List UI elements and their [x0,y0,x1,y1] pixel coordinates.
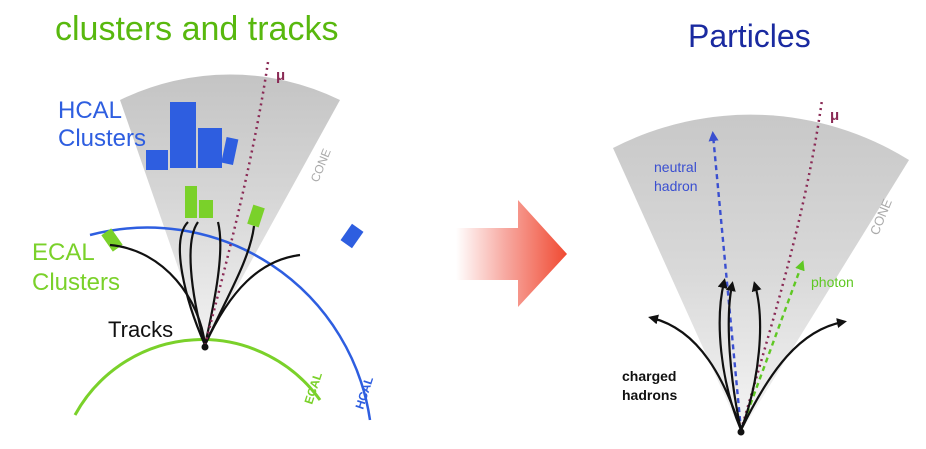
right-muon-track [739,99,824,431]
hcal-clusters-label-2: Clusters [58,125,146,152]
ecal-clusters-label-2: Clusters [32,269,120,296]
left-tracks [109,221,301,346]
hcal-cluster-blocks [146,102,364,249]
photon-track [739,260,805,431]
track [178,221,207,346]
neutral-hadron-label-1: neutral [654,159,697,175]
charged-track [725,281,743,431]
ecal-block [199,200,213,218]
charged-track [717,278,743,431]
mu-label-right: μ [830,107,839,124]
track [203,221,222,346]
right-charged-tracks [648,278,847,431]
left-cone [120,74,340,345]
hcal-clusters-label-1: HCAL [58,97,122,124]
ecal-cluster-blocks [101,186,265,252]
cone-label-left: CONE [308,147,334,184]
right-panel: Particles μ neutral hadron photon charge… [613,18,909,436]
hcal-arc-label: HCAL [353,375,377,411]
ecal-block [185,186,197,218]
tracks-label: Tracks [108,317,173,342]
neutral-hadron-label-2: hadron [654,178,698,194]
hcal-block [170,102,196,168]
right-vertex [737,428,745,436]
hcal-block [198,128,222,168]
mu-label-left: μ [276,67,285,84]
ecal-block [247,204,265,228]
ecal-arc [73,338,322,416]
left-vertex [201,343,209,351]
charged-hadrons-label-2: hadrons [622,387,677,403]
right-title: Particles [688,18,811,54]
charged-track [739,281,762,431]
hcal-block [146,150,168,170]
hcal-block [340,223,364,249]
track [203,253,301,346]
left-title: clusters and tracks [55,10,338,48]
charged-hadrons-label-1: charged [622,368,676,384]
hcal-block [221,137,239,165]
ecal-clusters-label-1: ECAL [32,239,95,266]
charged-track [740,318,847,431]
left-panel: clusters and tracks [32,10,377,421]
photon-label: photon [811,274,854,290]
ecal-arc-label: ECAL [302,371,325,406]
transition-arrow [456,200,567,307]
track [189,221,207,346]
right-cone [613,114,909,433]
